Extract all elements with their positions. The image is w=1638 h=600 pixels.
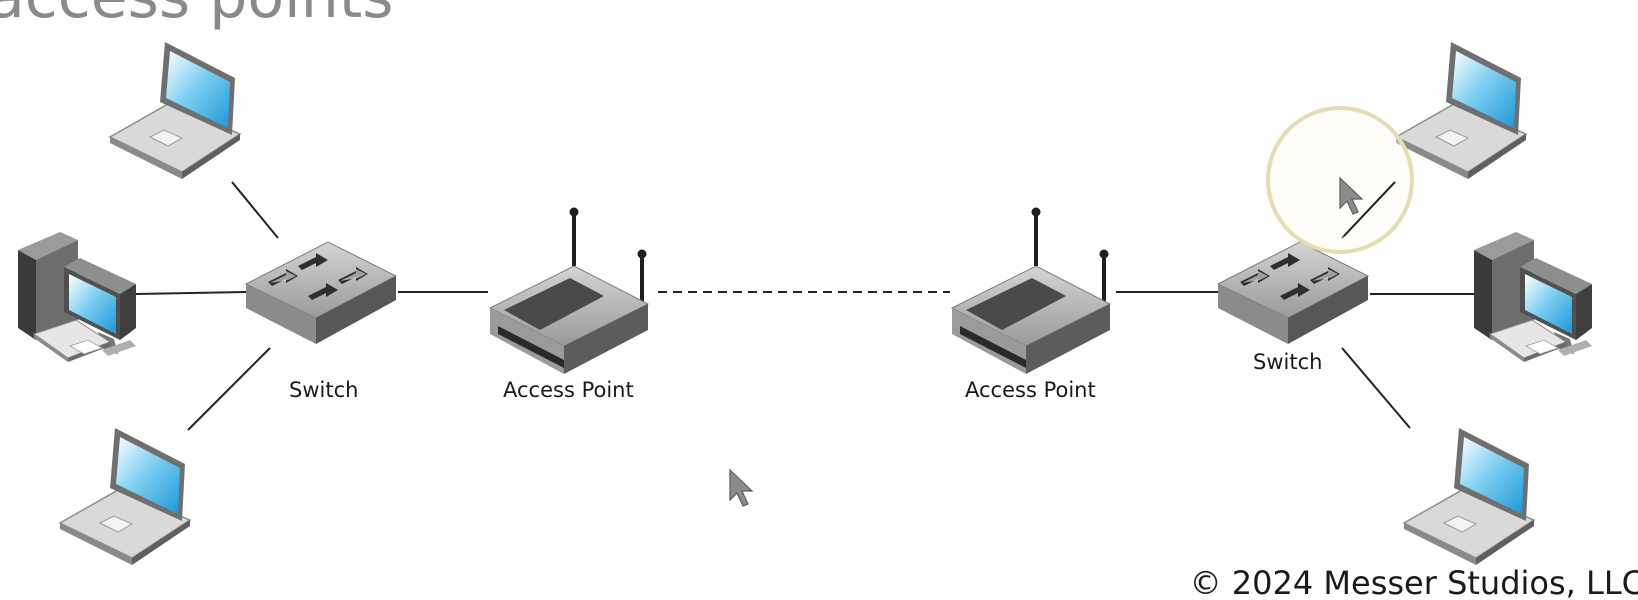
- laptop-icon: [1403, 427, 1535, 566]
- desktop-computer-icon: [1473, 231, 1593, 363]
- laptop-icon: [109, 41, 241, 180]
- access-point-icon: [488, 205, 650, 376]
- switch-label-right: Switch: [1253, 350, 1323, 374]
- network-switch-icon: [1217, 241, 1369, 345]
- access-point-label-left: Access Point: [503, 378, 634, 402]
- desktop-computer-icon: [17, 231, 137, 363]
- switch-label-left: Switch: [289, 378, 359, 402]
- slide-title: access points: [0, 0, 394, 32]
- access-point-label-right: Access Point: [965, 378, 1096, 402]
- connection-lines: [135, 181, 1476, 431]
- network-switch-icon: [245, 241, 397, 345]
- copyright-notice: © 2024 Messer Studios, LLC: [1189, 564, 1638, 600]
- laptop-icon: [59, 427, 191, 566]
- access-point-icon: [950, 205, 1112, 376]
- laptop-icon: [1395, 41, 1527, 180]
- mouse-cursor-icon: [729, 469, 753, 507]
